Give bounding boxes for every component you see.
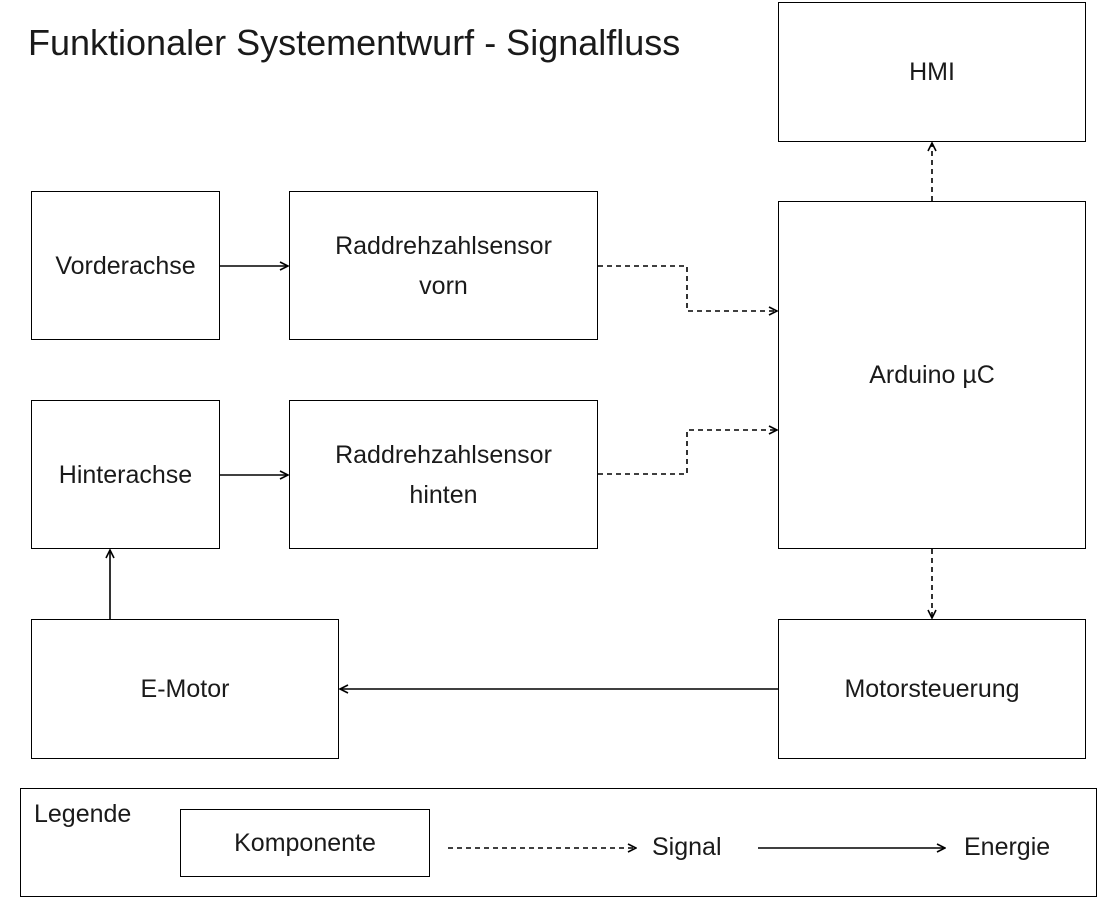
emotor-box: E-Motor bbox=[31, 619, 339, 759]
sensor-vorn-label: Raddrehzahlsensor vorn bbox=[335, 231, 552, 300]
legend-energy-label: Energie bbox=[964, 833, 1051, 861]
motorsteuerung-box: Motorsteuerung bbox=[778, 619, 1086, 759]
sensor-hinten-label: Raddrehzahlsensor hinten bbox=[335, 440, 552, 509]
motorsteuerung-label: Motorsteuerung bbox=[844, 675, 1020, 703]
emotor-label: E-Motor bbox=[140, 675, 230, 703]
vorderachse-box: Vorderachse bbox=[31, 191, 220, 340]
hinterachse-box: Hinterachse bbox=[31, 400, 220, 549]
sensor-vorn-box: Raddrehzahlsensor vorn bbox=[289, 191, 598, 340]
legend-signal-label: Signal bbox=[652, 833, 722, 861]
legend-title: Legende bbox=[34, 800, 132, 828]
arrow-sensor-hinten-to-arduino bbox=[598, 430, 777, 475]
legend bbox=[20, 788, 1097, 897]
legend-component-label: Komponente bbox=[234, 829, 376, 857]
arrow-sensor-vorn-to-arduino bbox=[598, 265, 777, 311]
diagram-title: Funktionaler Systementwurf - Signalfluss bbox=[28, 22, 681, 63]
arduino-label: Arduino µC bbox=[869, 361, 995, 389]
arduino-box: Arduino µC bbox=[778, 201, 1086, 549]
sensor-hinten-box: Raddrehzahlsensor hinten bbox=[289, 400, 598, 549]
legend-component-box: Komponente bbox=[180, 809, 430, 877]
vorderachse-label: Vorderachse bbox=[55, 251, 196, 280]
hmi-label: HMI bbox=[909, 58, 955, 86]
hmi-box: HMI bbox=[778, 2, 1086, 142]
hinterachse-label: Hinterachse bbox=[58, 460, 193, 489]
